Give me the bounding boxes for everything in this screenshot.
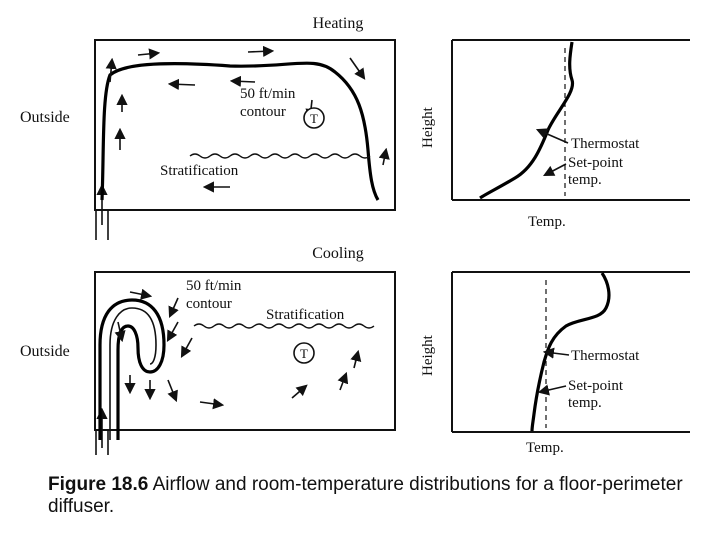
heating-contour-label-line1: 50 ft/min — [240, 86, 296, 102]
cooling-panel: Cooling Outside 50 ft/min contour — [20, 245, 690, 456]
heating-setpoint-pointer — [543, 163, 567, 177]
cooling-setpoint-label-line1: Set-point — [568, 378, 624, 394]
heating-contour-label-line2: contour — [240, 104, 286, 120]
heating-stratification-line — [189, 153, 371, 159]
heating-stratification-label: Stratification — [160, 163, 239, 179]
heating-setpoint-label-line1: Set-point — [568, 155, 624, 171]
cooling-setpoint-pointer — [537, 384, 567, 396]
heating-thermostat-label: Thermostat — [571, 136, 640, 152]
cooling-temp-profile: Height Temp. Thermostat Set-point temp. — [420, 271, 690, 456]
cooling-contour-label-line2: contour — [186, 296, 232, 312]
cooling-thermostat-symbol: T — [293, 342, 315, 364]
cooling-stratification-line — [193, 323, 375, 329]
cooling-room-box — [94, 271, 396, 431]
cooling-stratification-label: Stratification — [266, 307, 345, 323]
heating-panel: Heating Outside 50 ft/min contour — [20, 15, 690, 240]
figure-caption-number: Figure 18.6 — [48, 474, 149, 495]
cooling-setpoint-label-line2: temp. — [568, 395, 602, 411]
heating-temp-curve — [479, 41, 575, 200]
heating-height-label: Height — [420, 106, 436, 148]
figure-caption-text: Airflow and room-temperature distributio… — [48, 474, 683, 517]
svg-text:T: T — [310, 111, 318, 126]
cooling-temp-label: Temp. — [526, 440, 564, 456]
heating-title: Heating — [313, 15, 364, 32]
cooling-contour-label-line1: 50 ft/min — [186, 278, 242, 294]
cooling-thermostat-pointer — [542, 347, 570, 359]
heating-thermostat-pointer — [535, 128, 569, 144]
heating-setpoint-label-line2: temp. — [568, 172, 602, 188]
cooling-thermostat-label: Thermostat — [571, 348, 640, 364]
heating-room-box — [94, 39, 396, 211]
cooling-airflow-arrows — [114, 288, 362, 410]
cooling-temp-curve — [530, 272, 611, 432]
heating-temp-label: Temp. — [528, 214, 566, 230]
cooling-height-label: Height — [420, 334, 436, 376]
heating-outside-label: Outside — [20, 109, 70, 126]
cooling-jet-inner-curve — [109, 307, 157, 440]
cooling-jet-curve — [98, 298, 166, 440]
cooling-title: Cooling — [312, 245, 364, 262]
svg-text:T: T — [300, 346, 308, 361]
heating-jet-curve — [100, 61, 380, 201]
cooling-supply-duct — [95, 407, 109, 455]
cooling-outside-label: Outside — [20, 343, 70, 360]
heating-temp-profile: Height Temp. Thermostat Set-point temp. — [420, 39, 690, 230]
figure-caption: Figure 18.6 Airflow and room-temperature… — [48, 474, 688, 518]
heating-thermostat-symbol: T — [303, 107, 325, 129]
